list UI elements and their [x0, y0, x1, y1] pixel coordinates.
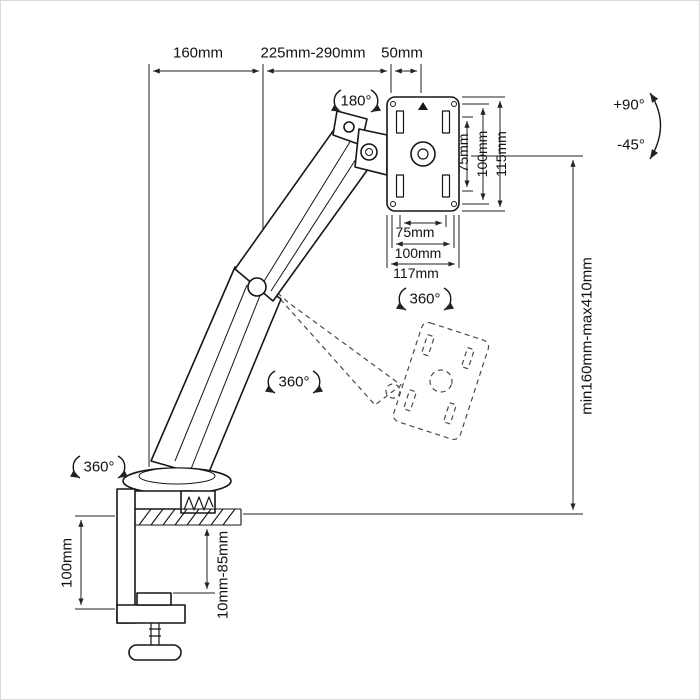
- dim-label-clamp-height: 100mm: [58, 537, 76, 589]
- base-and-clamp: [116, 467, 242, 661]
- monitor-head-bracket: [332, 110, 388, 176]
- ghost-vesa-plate: [392, 321, 490, 441]
- clamp-screw: [149, 623, 161, 645]
- dim-label-base-to-elbow: 160mm: [172, 44, 224, 62]
- dim-label-head-depth: 50mm: [381, 44, 423, 62]
- ratchet-detail: [183, 496, 214, 511]
- head-rotation-arrow-icon: [330, 89, 382, 113]
- ghost-arm: [263, 280, 490, 441]
- clamp-screw-handle: [128, 644, 182, 661]
- dim-label-vesa-slot-width: 75mm: [395, 224, 435, 240]
- dim-label-plate-width: 117mm: [393, 265, 439, 281]
- desk-surface: [135, 508, 242, 526]
- dim-label-clamp-grip-range: 10mm-85mm: [214, 530, 232, 620]
- angle-label-vesa-rotation: 360°: [409, 290, 441, 308]
- dim-label-height-range: min160mm-max410mm: [578, 257, 596, 415]
- angle-label-elbow-rotation: 360°: [278, 373, 310, 391]
- up-arrow-icon: [418, 102, 428, 110]
- dim-label-vesa-slot-height: 75mm: [455, 133, 471, 173]
- angle-label-base-rotation: 360°: [83, 458, 115, 476]
- elbow-rotation-arrow-icon: [264, 370, 324, 394]
- clamp-pad: [136, 592, 172, 606]
- dim-label-plate-height: 115mm: [493, 131, 509, 177]
- dim-label-vesa-hole-width: 100mm: [394, 245, 442, 261]
- dim-label-arm-reach: 225mm-290mm: [260, 44, 366, 62]
- lower-arm: [150, 266, 282, 478]
- tilt-arc-arrow-icon: [649, 92, 662, 160]
- base-rotation-arrow-icon: [69, 455, 129, 479]
- dim-label-vesa-hole-height: 100mm: [474, 130, 490, 178]
- dimension-lines: [75, 64, 583, 610]
- angle-label-head-rotation: 180°: [340, 92, 372, 110]
- vesa-plate: [386, 96, 460, 212]
- angle-label-tilt-down: -45°: [617, 136, 645, 154]
- elbow-joint: [247, 277, 267, 297]
- vesa-rotation-arrow-icon: [395, 287, 455, 311]
- angle-label-tilt-up: +90°: [613, 96, 645, 114]
